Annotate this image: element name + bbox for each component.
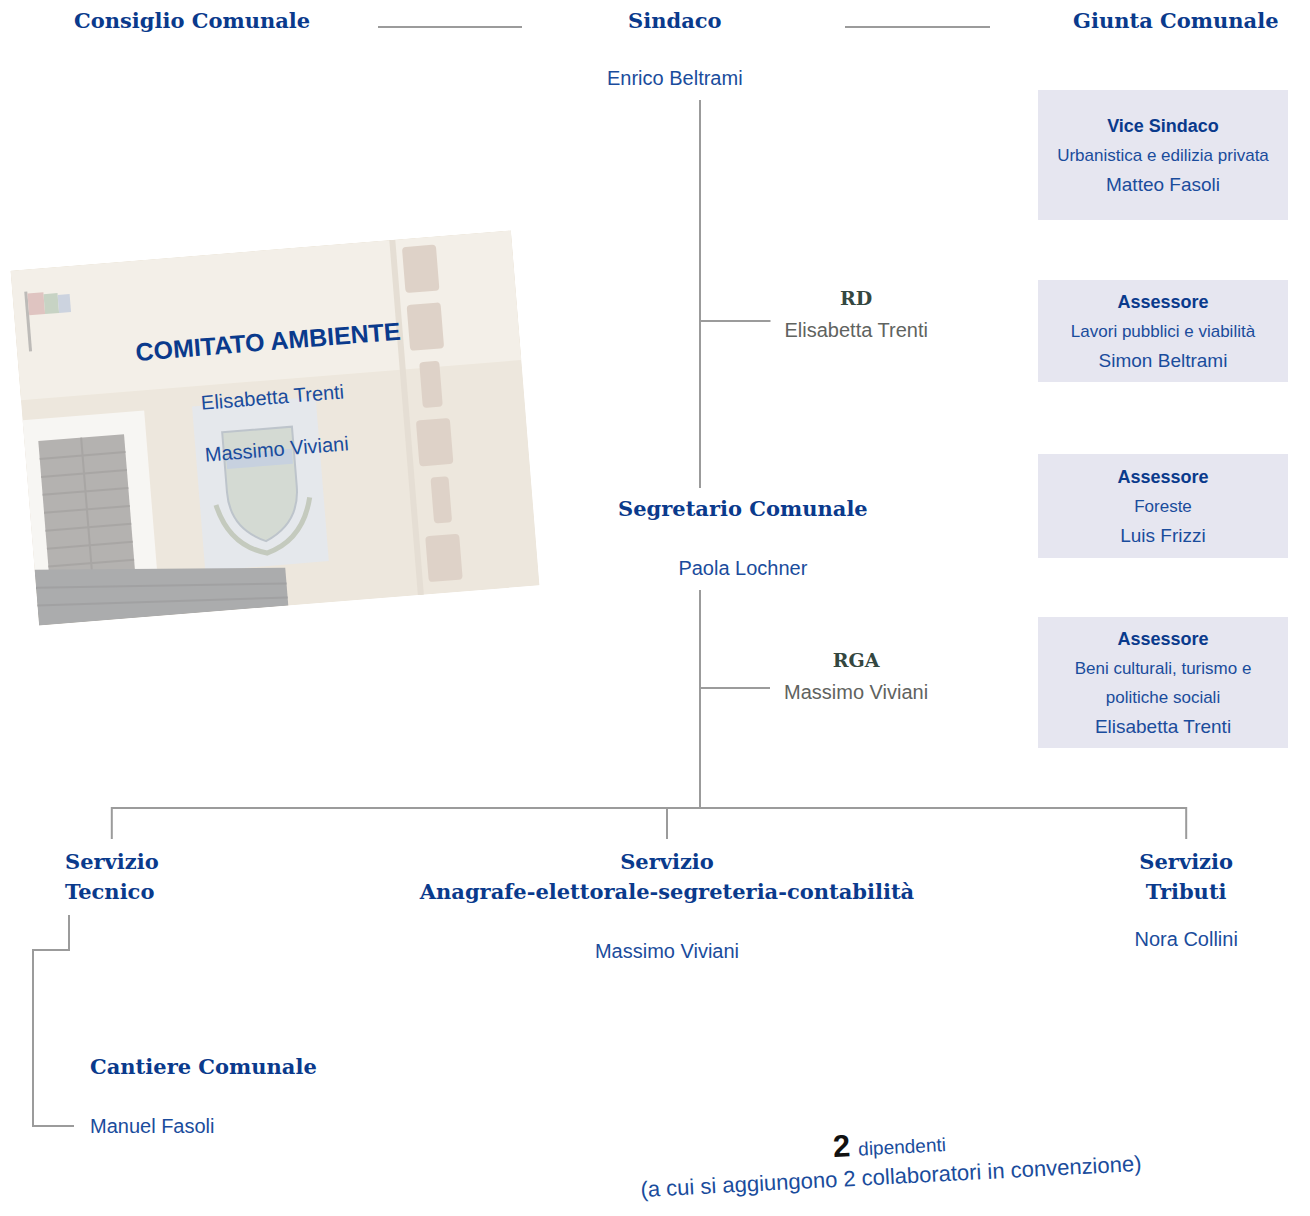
box-text: Massimo Viviani	[26, 417, 528, 481]
box-heading: RD	[785, 287, 928, 310]
board-title: Giunta Comunale	[1067, 6, 1285, 36]
assessor-box: Vice SindacoUrbanistica e edilizia priva…	[1038, 90, 1288, 220]
box-text: Paola Lochner	[618, 556, 868, 580]
service-box: Servizio Tecnico	[59, 845, 165, 909]
assessor-box: AssessoreForesteLuis Frizzi	[1038, 454, 1288, 558]
service-box: Servizio TributiNora Collini	[1129, 845, 1244, 953]
committee-card: COMITATO AMBIENTEElisabetta TrentiMassim…	[11, 230, 540, 625]
org-connector	[699, 100, 701, 488]
box-heading: Servizio Tecnico	[65, 847, 159, 907]
staff-count: 2	[832, 1128, 851, 1164]
org-connector	[33, 915, 74, 1126]
staff-role: RGA Massimo Viviani	[778, 647, 934, 706]
box-heading: Cantiere Comunale	[90, 1054, 317, 1080]
box-text: Lavori pubblici e viabilità	[1046, 317, 1280, 346]
box-text: Urbanistica e edilizia privata	[1046, 141, 1280, 170]
box-heading: Sindaco	[607, 8, 743, 34]
box-text: Elisabetta Trenti	[1046, 712, 1280, 741]
service-box: Servizio Anagrafe-elettorale-segreteria-…	[307, 845, 1027, 965]
box-text: Massimo Viviani	[313, 939, 1021, 963]
box-text: Matteo Fasoli	[1046, 170, 1280, 199]
box-text: Massimo Viviani	[784, 680, 928, 704]
box-heading: Consiglio Comunale	[74, 8, 310, 34]
box-heading: COMITATO AMBIENTE	[17, 306, 520, 376]
box-text: Foreste	[1046, 492, 1280, 521]
box-heading: Segretario Comunale	[618, 496, 868, 522]
box-text: Simon Beltrami	[1046, 346, 1280, 375]
org-connector	[700, 590, 770, 688]
box-heading: Vice Sindaco	[1046, 112, 1280, 141]
box-heading: Assessore	[1046, 625, 1280, 654]
box-text: Beni culturali, turismo e politiche soci…	[1046, 654, 1280, 712]
council-title: Consiglio Comunale	[68, 6, 316, 36]
box-text: Manuel Fasoli	[90, 1114, 317, 1138]
org-connector	[378, 26, 522, 28]
box-heading: RGA	[784, 649, 928, 672]
secretary-box: Segretario ComunalePaola Lochner	[612, 494, 874, 582]
staff-note: 2dipendenti(a cui si aggiungono 2 collab…	[544, 1108, 1236, 1208]
staff-word: dipendenti	[858, 1134, 947, 1160]
box-heading: Assessore	[1046, 288, 1280, 317]
org-connector	[845, 26, 990, 28]
mayor-box: SindacoEnrico Beltrami	[601, 6, 749, 92]
org-connector	[112, 590, 700, 839]
box-heading: Servizio Anagrafe-elettorale-segreteria-…	[313, 847, 1021, 907]
photo-illustration	[11, 230, 540, 625]
box-text: Enrico Beltrami	[607, 66, 743, 90]
box-text: Nora Collini	[1135, 927, 1238, 951]
box-text: Elisabetta Trenti	[21, 365, 523, 429]
box-heading: Giunta Comunale	[1073, 8, 1279, 34]
staff-role: RD Elisabetta Trenti	[779, 285, 934, 344]
box-heading: Servizio Tributi	[1139, 847, 1233, 907]
assessor-box: AssessoreBeni culturali, turismo e polit…	[1038, 617, 1288, 748]
org-connector	[667, 590, 700, 839]
assessor-box: AssessoreLavori pubblici e viabilitàSimo…	[1038, 280, 1288, 382]
box-text: Luis Frizzi	[1046, 521, 1280, 550]
worksite-box: Cantiere ComunaleManuel Fasoli	[84, 1052, 323, 1140]
box-heading: Assessore	[1046, 463, 1280, 492]
org-connector	[700, 100, 771, 321]
box-text: Elisabetta Trenti	[785, 318, 928, 342]
